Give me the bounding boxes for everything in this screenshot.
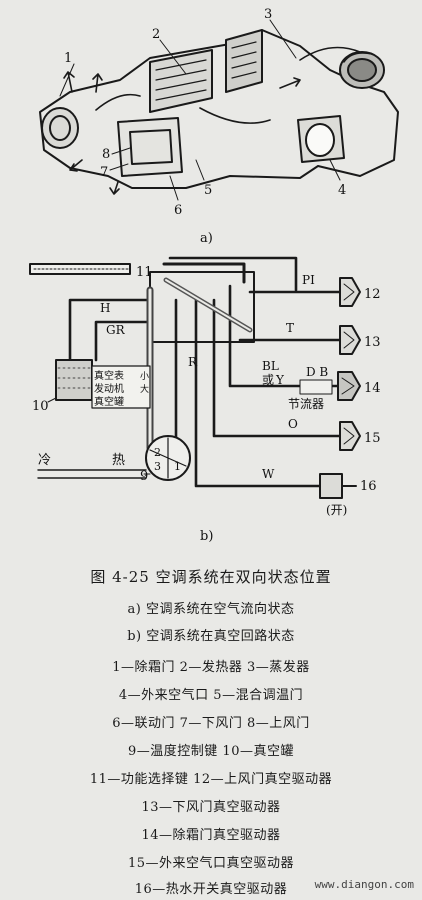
part-a-label: a) [200,231,213,246]
hot-label: 热 [112,453,125,468]
callout-5: 5 [204,183,212,198]
legend-line: 11—功能选择键 12—上风门真空驱动器 [89,772,333,787]
cold-label: 冷 [38,453,51,468]
callout-14: 14 [364,381,381,396]
line-label-gr: GR [106,323,126,337]
callout-9: 9 [140,469,148,484]
callout-16: 16 [360,479,377,494]
legend-line: 6—联动门 7—下风门 8—上风门 [112,716,310,731]
line-label-r: R [188,355,198,369]
callout-10: 10 [32,399,49,414]
gauge-label-engine: 发动机 [94,382,124,395]
callout-12: 12 [364,287,381,302]
callout-8: 8 [102,147,110,162]
gauge-label-vacuum-tank: 真空罐 [94,395,124,408]
gauge-large: 大 [140,383,149,395]
callout-2: 2 [152,27,160,42]
line-label-w: W [262,467,275,481]
line-label-y: Y [275,373,285,387]
figure-title: 图 4-25 空调系统在双向状态位置 [90,568,332,586]
legend-line: 9—温度控制键 10—真空罐 [128,744,294,759]
callout-7: 7 [100,165,108,180]
callout-1: 1 [64,51,72,66]
line-label-bl: BL [262,359,279,373]
part-b-vacuum-circuit [29,256,361,499]
throttle-label: 节流器 [288,397,324,411]
legend-line: 15—外来空气口真空驱动器 [127,856,295,871]
line-label-o: O [288,417,298,431]
selector-port-2: 2 [154,446,161,459]
selector-port-3: 3 [154,460,161,473]
heater-valve-open-label: (开) [326,503,347,517]
line-label-t: T [286,321,294,335]
callout-6: 6 [174,203,182,218]
gauge-label-vacuum-meter: 真空表 [94,369,124,382]
caption-sub-a: a) 空调系统在空气流向状态 [127,602,295,617]
gauge-small: 小 [140,371,149,382]
selector-port-1: 1 [174,460,181,473]
legend-line: 16—热水开关真空驱动器 [134,882,288,897]
callout-15: 15 [364,431,381,446]
callout-13: 13 [364,335,381,350]
part-a-housing [39,19,399,201]
callout-11: 11 [136,265,153,280]
line-label-pi: PI [302,273,315,287]
part-b-label: b) [200,529,213,544]
legend-line: 4—外来空气口 5—混合调温门 [118,688,304,703]
legend-line: 13—下风门真空驱动器 [141,800,281,815]
legend-line: 1—除霜门 2—发热器 3—蒸发器 [112,660,310,675]
callout-3: 3 [264,7,272,22]
line-label-h: H [100,301,110,315]
line-label-or: 或 [262,373,274,387]
line-label-db: D B [306,365,328,379]
legend-line: 14—除霜门真空驱动器 [141,828,281,843]
watermark: www.diangon.com [314,878,414,891]
caption-sub-b: b) 空调系统在真空回路状态 [127,629,295,644]
callout-4: 4 [338,183,346,198]
